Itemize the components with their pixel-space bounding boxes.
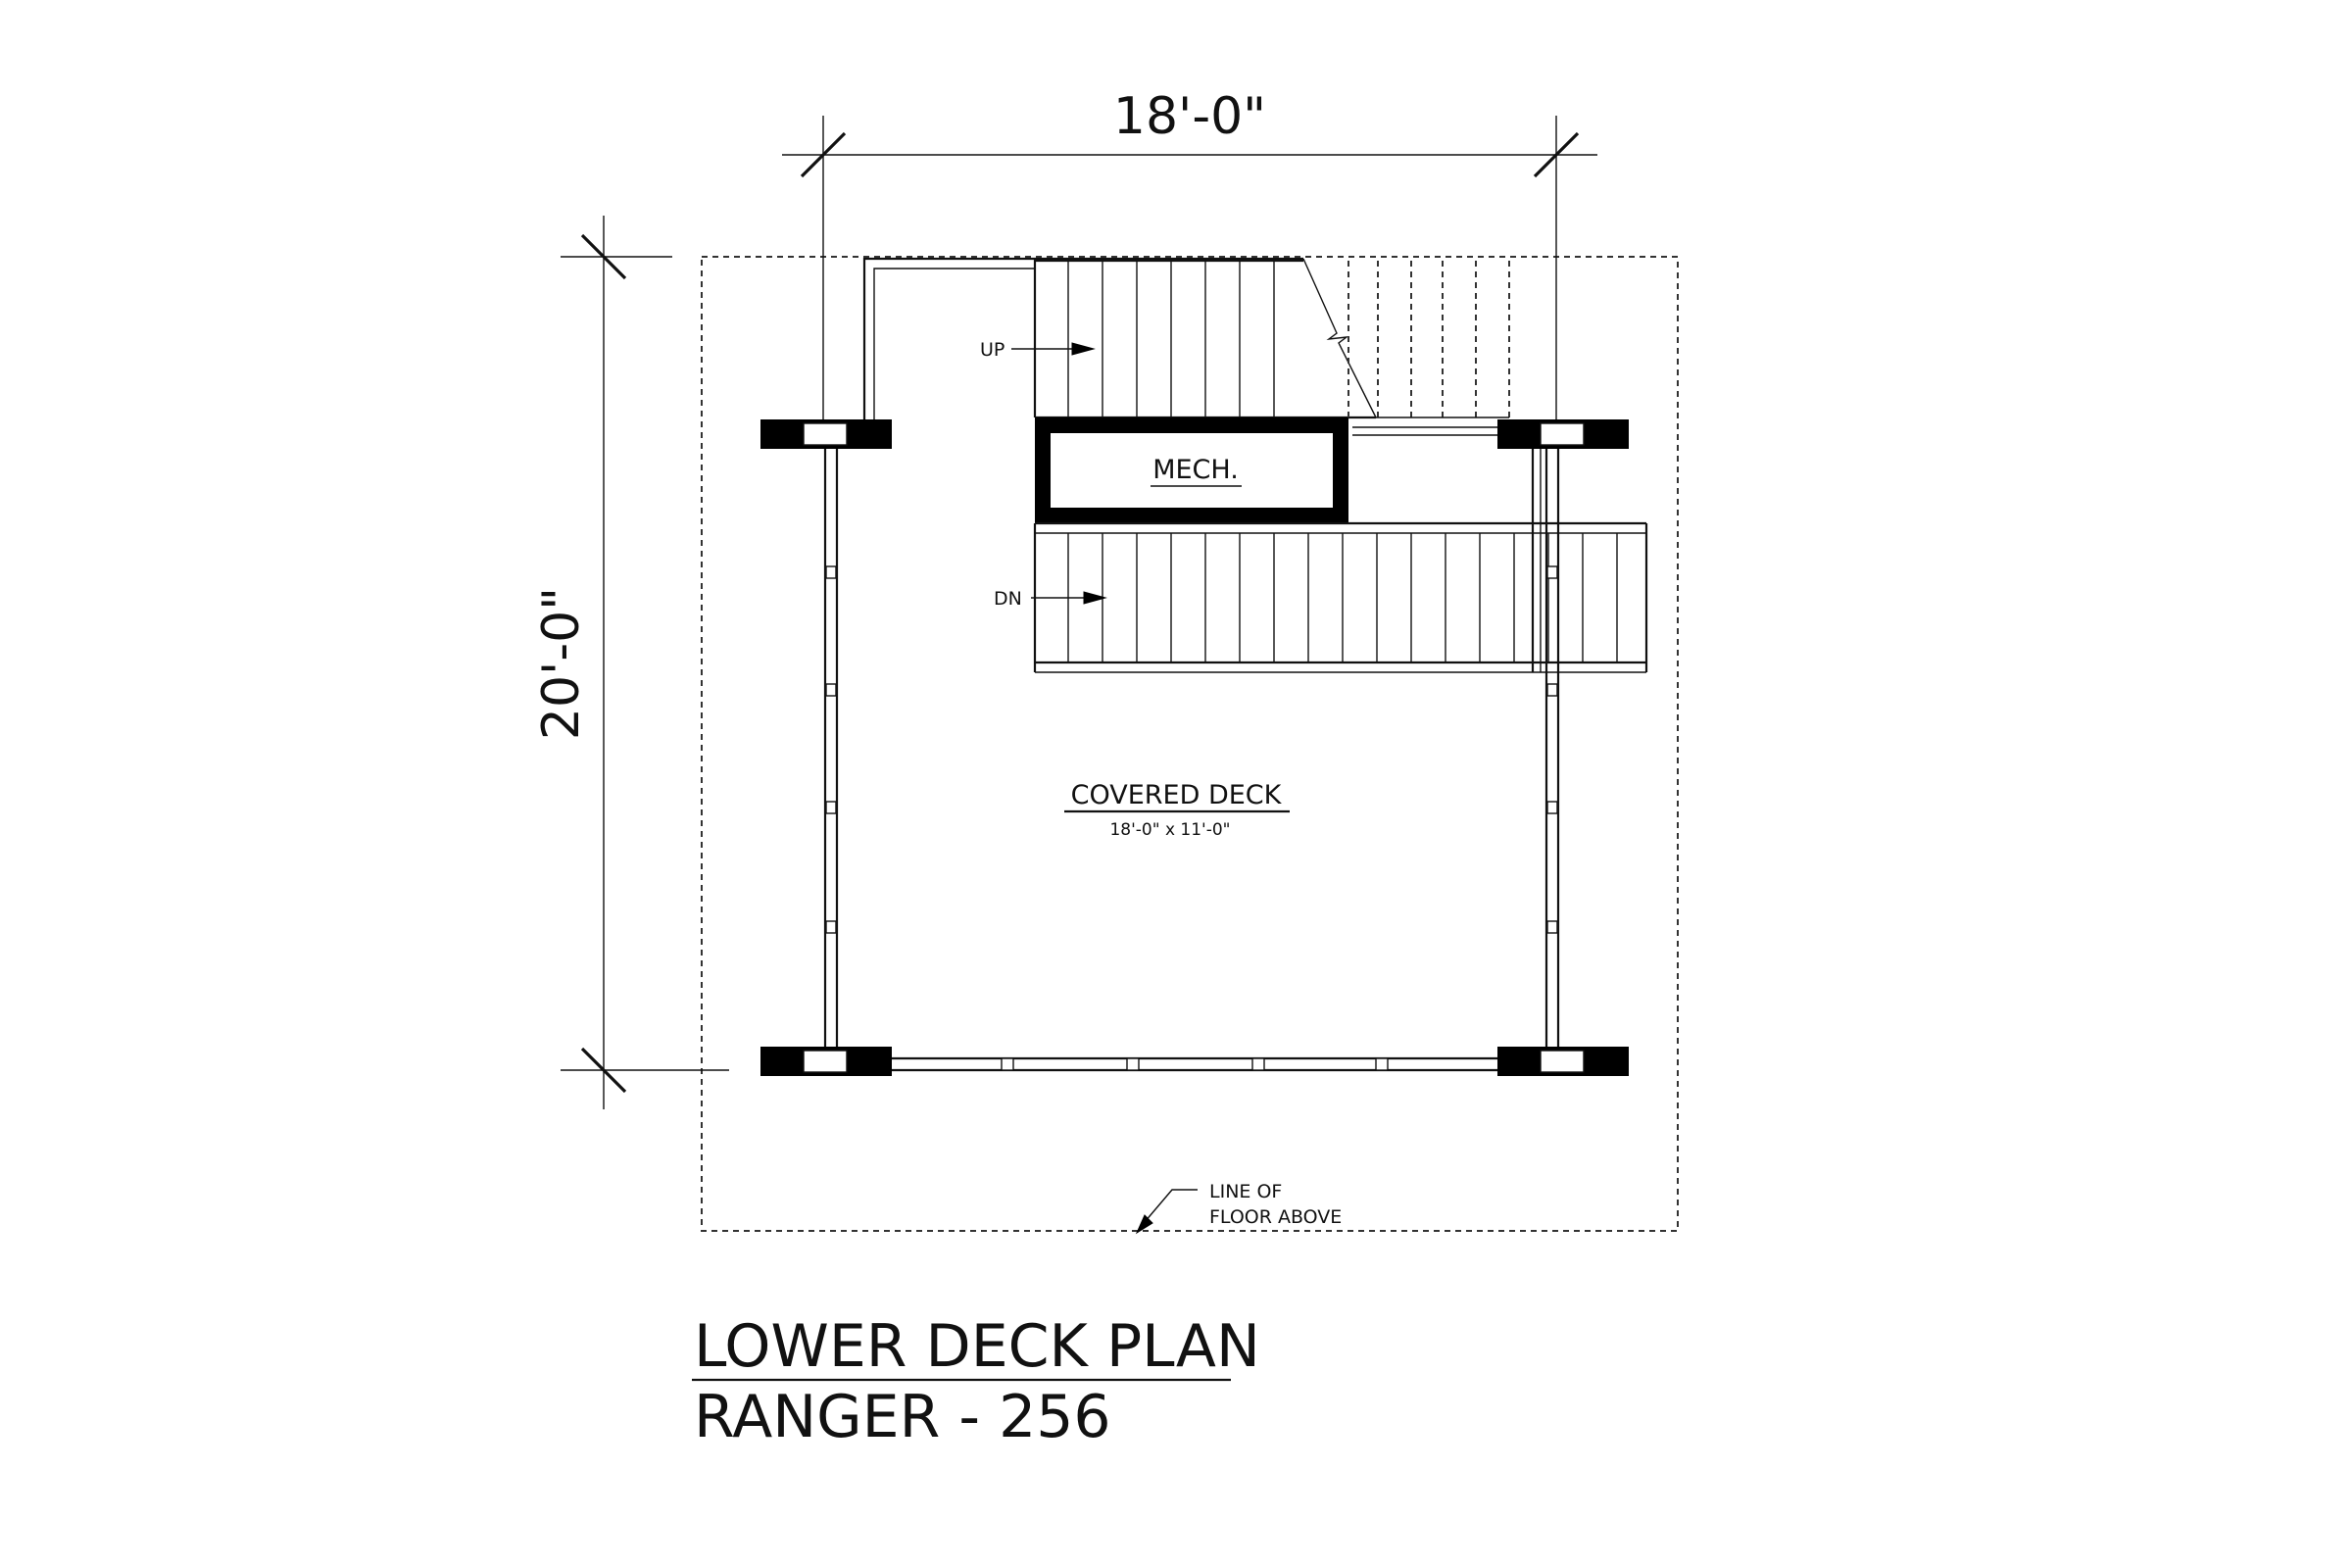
drawing-title: LOWER DECK PLAN [694, 1312, 1260, 1381]
room-size: 18'-0" x 11'-0" [1109, 820, 1230, 840]
rail-baluster [1546, 565, 1558, 579]
rail-baluster [825, 565, 837, 579]
left-dimension: 20'-0" [532, 216, 729, 1109]
stair-up-label: UP [980, 339, 1004, 361]
rail-baluster [825, 683, 837, 697]
width-dimension-label: 18'-0" [1113, 87, 1266, 146]
room-name: COVERED DECK [1071, 780, 1283, 810]
covered-deck-label: COVERED DECK 18'-0" x 11'-0" [1064, 780, 1290, 840]
corner-post [1497, 1047, 1629, 1076]
corner-post [760, 1047, 892, 1076]
rail-baluster [825, 920, 837, 934]
stair-up: UP [862, 257, 1510, 436]
rail-baluster [1546, 683, 1558, 697]
stair-down-label: DN [994, 588, 1022, 610]
deck-railings [823, 435, 1560, 1072]
stair-down: DN [994, 521, 1648, 673]
rail-baluster [1546, 801, 1558, 814]
depth-dimension-label: 20'-0" [532, 587, 591, 740]
mech-label: MECH. [1152, 455, 1239, 485]
corner-posts [760, 419, 1629, 1076]
rail-baluster [1546, 920, 1558, 934]
rail-baluster [825, 801, 837, 814]
floor-above-line1: LINE OF [1209, 1181, 1282, 1202]
title-block: LOWER DECK PLAN RANGER - 256 [692, 1312, 1260, 1451]
rail-baluster [1001, 1057, 1014, 1071]
floor-above-outline [701, 256, 1679, 1232]
rail-baluster [1126, 1057, 1140, 1071]
rail-baluster [1375, 1057, 1389, 1071]
corner-post [1497, 419, 1629, 449]
floor-above-line2: FLOOR ABOVE [1209, 1206, 1342, 1228]
rail-baluster [1251, 1057, 1265, 1071]
mech-room: MECH. [1035, 417, 1348, 523]
corner-post [760, 419, 892, 449]
floor-above-callout: LINE OF FLOOR ABOVE [1135, 1181, 1342, 1235]
drawing-subtitle: RANGER - 256 [694, 1383, 1111, 1451]
top-dimension: 18'-0" [782, 87, 1597, 421]
